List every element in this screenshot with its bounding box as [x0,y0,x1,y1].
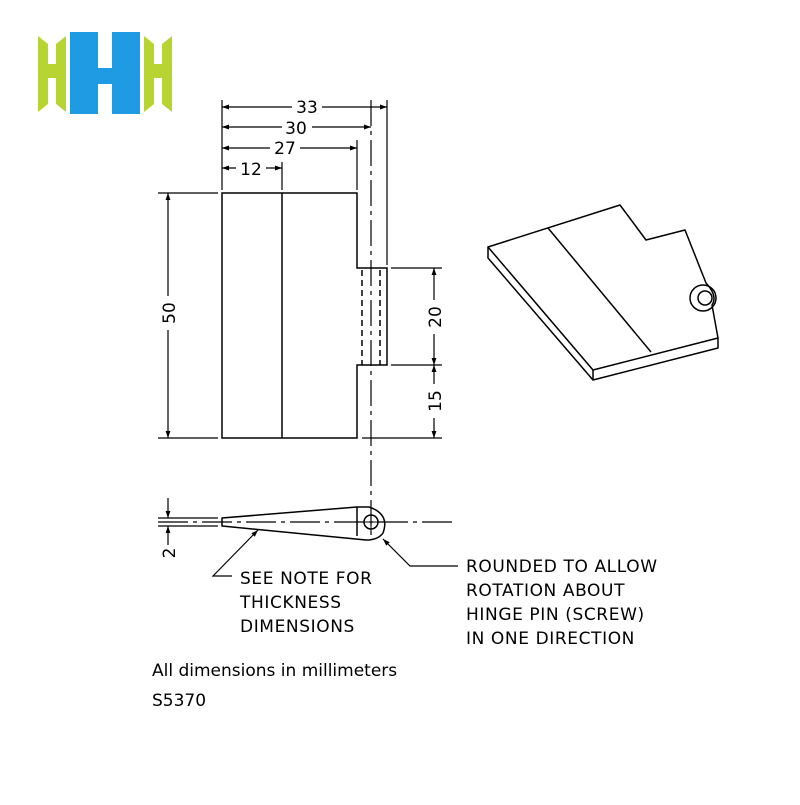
iso-fold-line [547,227,652,353]
note-line: IN ONE DIRECTION [466,629,635,649]
rounded-note: ROUNDED TO ALLOW ROTATION ABOUT HINGE PI… [466,557,658,649]
note-line: ROTATION ABOUT [466,581,625,601]
isometric-view [487,204,719,381]
logo-center-h [70,32,140,114]
note-line: THICKNESS [239,593,342,613]
thickness-note-leader [211,529,259,577]
iso-knuckle [689,284,717,312]
note-line: SEE NOTE FOR [240,569,372,589]
thickness-note: SEE NOTE FOR THICKNESS DIMENSIONS [239,569,372,637]
logo-right-h [144,36,172,112]
note-line: ROUNDED TO ALLOW [466,557,658,577]
dim-label-33: 33 [296,98,318,118]
leaf-outline [221,192,388,439]
horizontal-dimension-labels: 33 30 27 12 [236,96,322,180]
dim-label-2: 2 [160,548,180,559]
iso-bottom-edge [487,247,719,381]
dim-label-20: 20 [426,306,446,328]
vertical-dimension-labels: 50 20 15 [158,296,446,418]
note-line: HINGE PIN (SCREW) [466,605,645,625]
front-view [221,100,388,540]
iso-pin-hole [697,290,713,306]
part-number: S5370 [152,691,206,711]
note-line: DIMENSIONS [240,617,355,637]
brand-logo [38,32,172,114]
side-leaf-profile [221,506,386,541]
dim-label-27: 27 [274,139,296,159]
dim-label-15: 15 [426,390,446,412]
units-note: All dimensions in millimeters [152,661,397,681]
vertical-dimensions [158,192,442,439]
dim-label-30: 30 [285,119,307,139]
iso-top-face [487,204,719,371]
logo-left-h [38,36,66,112]
dim-label-12: 12 [240,160,262,180]
thickness-dimension [158,498,218,545]
side-view [158,506,455,541]
leaders [211,529,458,577]
rounded-note-leader [382,538,458,567]
dim-label-50: 50 [160,302,180,324]
